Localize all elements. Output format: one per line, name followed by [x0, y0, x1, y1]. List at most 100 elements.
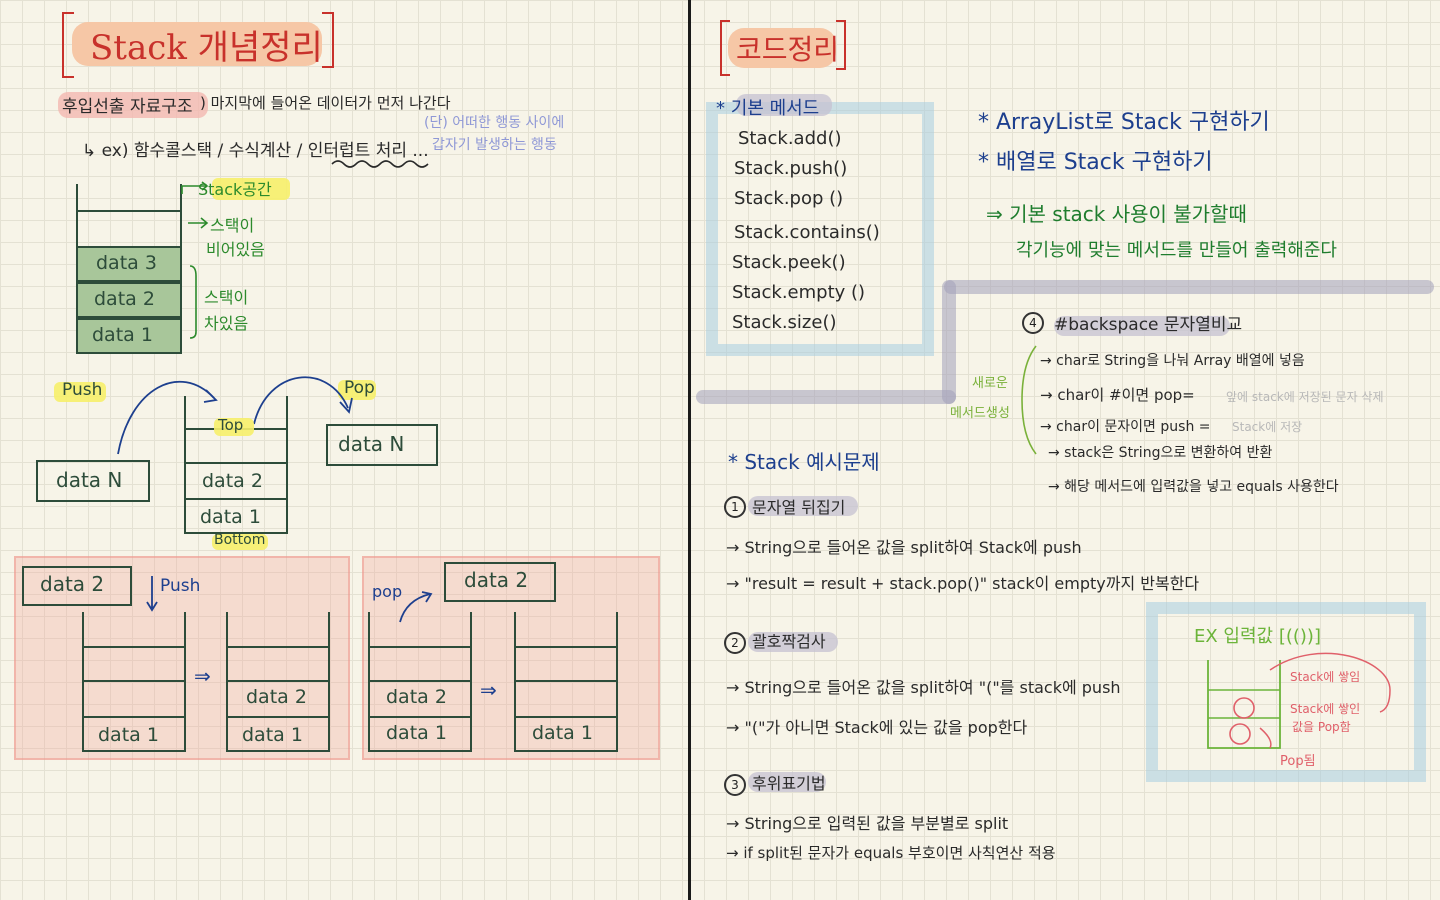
backspace-pop-note: 앞에 stack에 저장된 문자 삭제: [1226, 390, 1384, 404]
pda-line-bottom: [226, 750, 330, 752]
stack-cell-1: [76, 318, 182, 354]
definition-term: 후입선출 자료구조: [62, 97, 193, 117]
method-item: Stack.size(): [732, 312, 837, 333]
pdb-wall-left: [82, 612, 84, 752]
push-demo-item: [22, 566, 132, 606]
push-demo-item-label: data 2: [40, 572, 105, 596]
ex3-title: 후위표기법: [752, 774, 826, 793]
incoming-item-label: data N: [56, 468, 123, 492]
stack-cell-2: [76, 282, 182, 318]
stack2-wall-right: [286, 396, 288, 534]
ex2-step: → "("가 아니면 Stack에 있는 값을 pop한다: [726, 718, 1028, 737]
method-item: Stack.add(): [738, 128, 842, 149]
outgoing-item: [326, 424, 438, 466]
push-demo-arrow: [146, 576, 158, 612]
stack2-cell-1: data 1: [200, 506, 261, 528]
bracket-filled: [189, 265, 197, 339]
stack2-cell-2: data 2: [202, 470, 263, 492]
pda-wall-right: [328, 612, 330, 752]
interrupt-note-1: (단) 어떠한 행동 사이에: [424, 115, 565, 131]
ppb-wall-right: [470, 612, 472, 752]
stack-cell-3-label: data 3: [96, 252, 157, 274]
ppb-line-3: [368, 716, 472, 718]
gray-line-vertical: [942, 280, 956, 404]
ppb-wall-left: [368, 612, 370, 752]
method-item: Stack.pop (): [734, 188, 844, 209]
stack-space-label: Stack공간: [198, 180, 272, 199]
bottom-label: Bottom: [214, 532, 266, 548]
backspace-step: → 해당 메서드에 입력값을 넣고 equals 사용한다: [1048, 479, 1339, 495]
stack-shelf: [76, 210, 182, 212]
impl-line-2: * 배열로 Stack 구현하기: [978, 150, 1213, 175]
methods-heading-highlight: [736, 94, 832, 116]
impl-note-1: ⇒ 기본 stack 사용이 불가할때: [986, 202, 1247, 226]
bracket-example-label: EX 입력값 [(())]: [1194, 626, 1321, 647]
examples-heading: * Stack 예시문제: [728, 450, 880, 474]
code-title-bracket-left: [720, 20, 730, 76]
page-divider: [688, 0, 691, 900]
ppa-wall-right: [616, 612, 618, 752]
empty-label-1: 스택이: [210, 216, 255, 235]
pda-line-1: [226, 646, 330, 648]
term-highlight: [58, 92, 208, 118]
ppb-line-1: [368, 646, 472, 648]
backspace-title: #backspace 문자열비교: [1054, 315, 1243, 335]
pop-demo-transition: ⇒: [480, 678, 497, 702]
code-title-highlight: [728, 28, 836, 68]
push-highlight: [54, 382, 106, 402]
pda-cell-1: data 1: [242, 724, 303, 746]
backspace-step: → char이 #이면 pop=: [1040, 386, 1195, 404]
ppb-cell-1: data 1: [386, 722, 447, 744]
method-item: Stack.contains(): [734, 222, 880, 243]
pop-demo-after: data 1: [514, 612, 618, 752]
title-highlight: [72, 22, 322, 66]
stack2-line-bottom: [184, 532, 288, 534]
method-item: Stack.empty (): [732, 282, 866, 303]
ex2-title: 괄호짝검사: [752, 632, 826, 651]
backspace-number: 4: [1022, 312, 1044, 334]
left-page-title: Stack 개념정리: [90, 28, 323, 68]
impl-line-1: * ArrayList로 Stack 구현하기: [978, 110, 1270, 135]
stack2-line-2: [184, 462, 288, 464]
code-title-bracket-right: [836, 20, 846, 70]
pda-line-3: [226, 716, 330, 718]
pop-arrow: [253, 376, 353, 425]
ex1-step: → String으로 들어온 값을 split하여 Stack에 push: [726, 538, 1082, 557]
method-item: Stack.push(): [734, 158, 848, 179]
bracket-example-stack: [1207, 652, 1391, 749]
title-bracket-left: [62, 12, 74, 78]
ex3-number: 3: [724, 774, 746, 796]
side-note-2: 메서드생성: [950, 406, 1010, 421]
bracket-in-stack: Stack에 쌓임: [1290, 670, 1361, 684]
pdb-line-1: [82, 646, 186, 648]
top-label: Top: [218, 416, 244, 434]
ppa-line-2: [514, 680, 618, 682]
definition-text: ) 마지막에 들어온 데이터가 먼저 나간다: [200, 94, 451, 112]
ppb-line-2: [368, 680, 472, 682]
empty-label-2: 비어있음: [206, 240, 265, 259]
ppa-line-3: [514, 716, 618, 718]
bottom-highlight: [212, 534, 268, 550]
top-highlight: [214, 418, 254, 436]
method-item: Stack.peek(): [732, 252, 846, 273]
pdb-line-2: [82, 680, 186, 682]
interrupt-note-2: 갑자기 발생하는 행동: [432, 137, 557, 153]
pop-demo-label: pop: [372, 582, 403, 601]
side-note-1: 새로운: [972, 376, 1008, 391]
bracket-pop-note-1: Stack에 쌓인: [1290, 702, 1361, 716]
pdb-line-bottom: [82, 750, 186, 752]
ppa-line-1: [514, 646, 618, 648]
incoming-item: [36, 460, 150, 502]
pdb-cell-1: data 1: [98, 724, 159, 746]
push-arrow: [117, 380, 218, 455]
pdb-line-3: [82, 716, 186, 718]
ex1-step: → "result = result + stack.pop()" stack이…: [726, 574, 1200, 593]
bracket-popped: Pop됨: [1280, 754, 1316, 769]
backspace-step: → stack은 String으로 변환하여 반환: [1048, 445, 1273, 461]
backspace-step: → char이 문자이면 push =: [1040, 419, 1211, 435]
stack2-wall-left: [184, 396, 186, 534]
pop-highlight: [338, 380, 376, 400]
push-demo-before: data 1: [82, 612, 186, 752]
push-label: Push: [62, 380, 103, 400]
ex2-number: 2: [724, 632, 746, 654]
